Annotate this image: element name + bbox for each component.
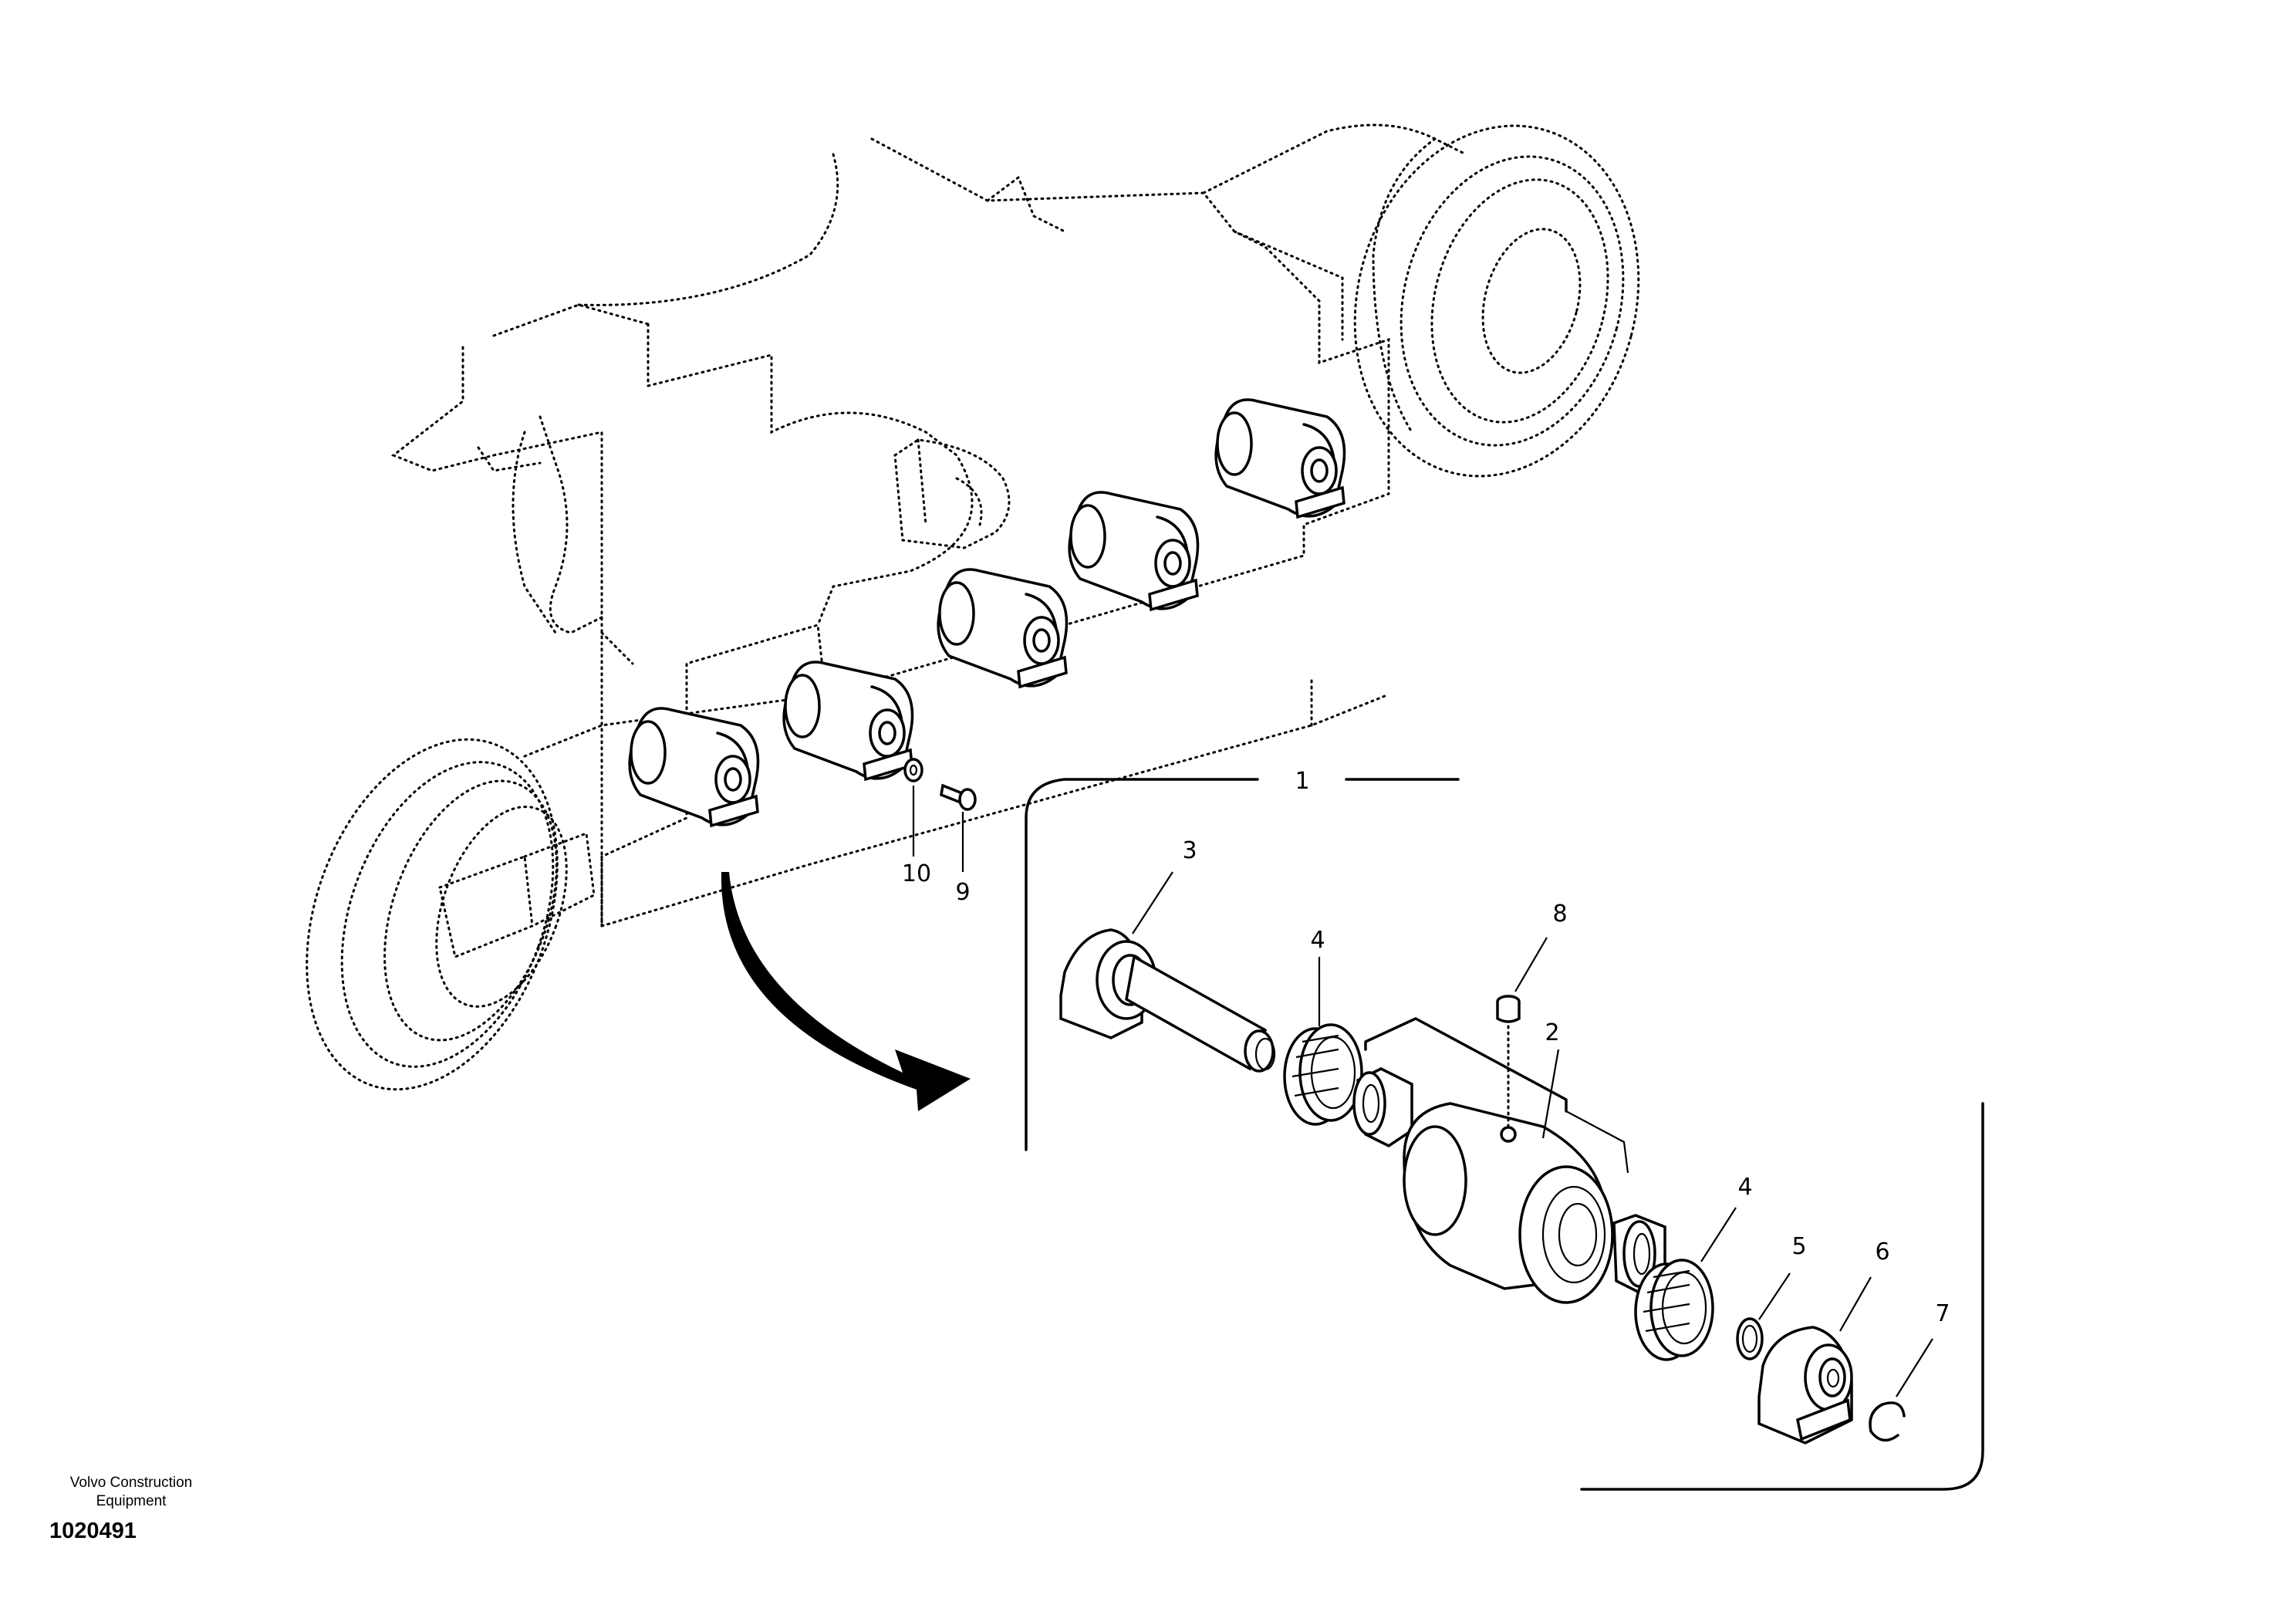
brand-label: Volvo Construction Equipment <box>46 1474 216 1511</box>
washer-part <box>903 758 923 857</box>
frame-roller-3 <box>937 568 1069 689</box>
frame-roller-1 <box>628 707 760 828</box>
callout-9: 9 <box>955 879 970 906</box>
callout-4-left: 4 <box>1310 927 1325 954</box>
brand-line-1: Volvo Construction <box>69 1475 193 1491</box>
leader-2 <box>1541 1049 1560 1139</box>
callout-6: 6 <box>1875 1238 1889 1265</box>
leader-4b <box>1700 1207 1737 1262</box>
drawing-number: 1020491 <box>49 1519 137 1543</box>
callout-8: 8 <box>1552 901 1567 928</box>
bolt-part <box>940 783 977 872</box>
callout-5: 5 <box>1791 1233 1806 1260</box>
callout-4-right: 4 <box>1737 1174 1752 1201</box>
detail-arrow <box>721 872 971 1111</box>
callout-3: 3 <box>1182 837 1197 864</box>
leader-5 <box>1758 1272 1791 1320</box>
callout-2: 2 <box>1545 1019 1559 1046</box>
frame-rollers <box>628 398 1346 828</box>
leader-3 <box>1132 871 1173 934</box>
brand-line-2: Equipment <box>96 1493 167 1509</box>
bushing-part <box>1352 1067 1413 1148</box>
callout-7: 7 <box>1935 1300 1950 1327</box>
frame-roller-4 <box>1068 491 1200 612</box>
drive-sprocket <box>1353 124 1640 478</box>
leader-6 <box>1839 1276 1872 1332</box>
shaft-part <box>1059 871 1276 1073</box>
callout-10: 10 <box>902 860 931 887</box>
track-frame-outline <box>391 123 1467 928</box>
frame-roller-5 <box>1214 398 1346 519</box>
leader-8 <box>1514 937 1548 992</box>
seal-left-part <box>1283 957 1363 1126</box>
plug-part <box>1496 937 1548 1128</box>
seal-right-part <box>1634 1207 1737 1361</box>
front-idler <box>306 738 596 1091</box>
snap-ring-part <box>1869 1338 1933 1442</box>
roller-part <box>1364 1017 1666 1304</box>
assembly-bracket <box>1025 778 1984 1491</box>
end-collar-part <box>1757 1276 1872 1445</box>
frame-roller-2 <box>782 661 914 782</box>
callout-1: 1 <box>1295 768 1309 795</box>
o-ring-part <box>1736 1272 1791 1360</box>
leader-7 <box>1896 1338 1933 1397</box>
